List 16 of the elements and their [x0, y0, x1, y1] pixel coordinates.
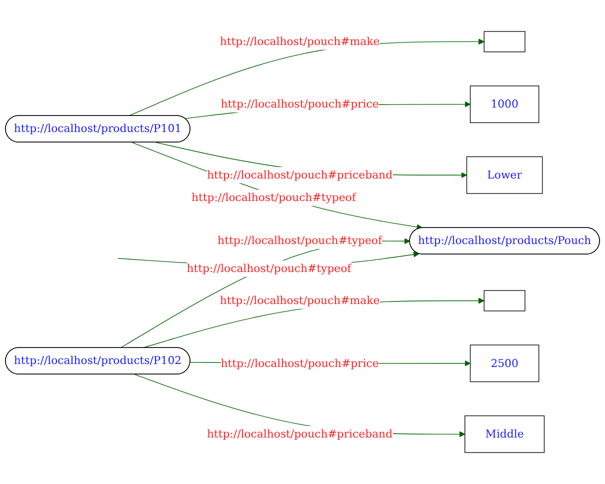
node-box — [484, 31, 526, 52]
edge-label: http://localhost/pouch#priceband — [206, 168, 393, 182]
edge-label: http://localhost/pouch#make — [220, 34, 380, 48]
node-box: Lower — [466, 156, 543, 194]
edge-label: http://localhost/pouch#priceband — [206, 427, 393, 440]
edge-label: http://localhost/pouch#typeof — [186, 262, 352, 275]
arrow — [128, 38, 484, 116]
node-box: Middle — [464, 415, 545, 453]
edge-label: http://localhost/pouch#price — [220, 97, 379, 110]
node-box: 1000 — [470, 86, 540, 124]
node-box: 2500 — [470, 344, 540, 382]
node-box — [484, 290, 526, 312]
edge-label: http://localhost/pouch#make — [220, 294, 380, 307]
edge-label: http://localhost/pouch#price — [220, 356, 379, 370]
edge-label: http://localhost/pouch#typeof — [218, 234, 382, 247]
edge-label: http://localhost/pouch#typeof — [191, 190, 356, 204]
